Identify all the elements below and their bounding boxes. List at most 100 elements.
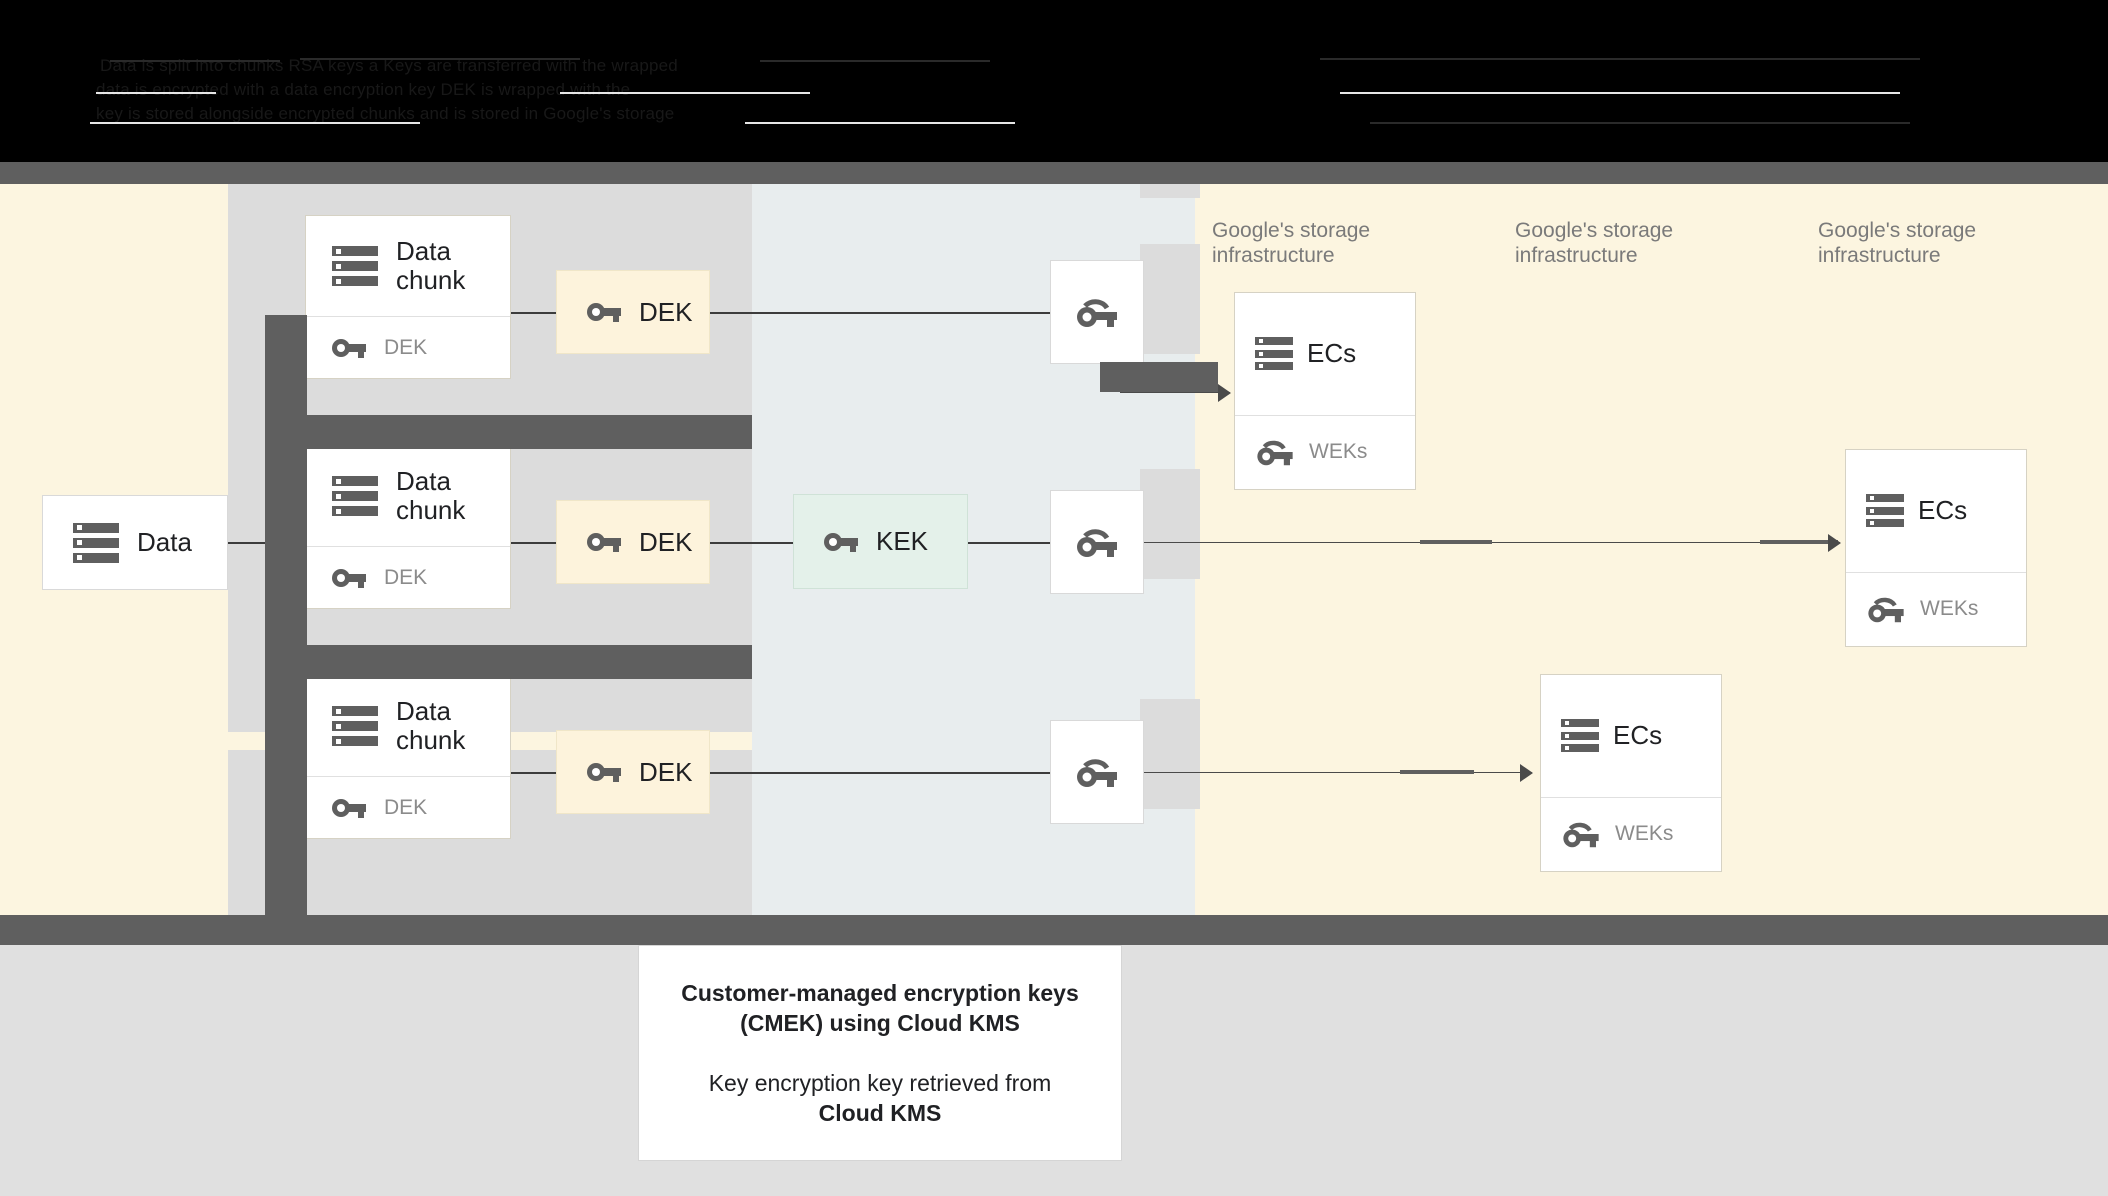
kek-tile: KEK xyxy=(793,494,968,589)
ecs-card-header: ECs xyxy=(1846,450,2026,572)
header-redaction-mark xyxy=(560,92,810,94)
panel-edge-band xyxy=(1140,699,1200,809)
connector-kek-wek xyxy=(968,542,1050,544)
ecs-card-header: ECs xyxy=(1235,293,1415,415)
chunk-title: Data chunk xyxy=(396,696,466,756)
ecs-title: ECs xyxy=(1613,720,1663,751)
storage-stack-icon xyxy=(332,476,378,517)
wrapped-key-icon xyxy=(1077,299,1117,327)
key-icon xyxy=(332,798,366,818)
kek-label: KEK xyxy=(876,526,929,556)
chunk-card-key-row: DEK xyxy=(306,776,510,838)
connector-dek-wek-3 xyxy=(710,772,1050,774)
chunk-key-label: DEK xyxy=(384,795,428,819)
chunk-card-key-row: DEK xyxy=(306,316,510,378)
connector-segment-mark xyxy=(1760,540,1838,544)
key-icon xyxy=(587,763,621,782)
storage-stack-icon xyxy=(1255,337,1293,371)
header-obscured-line-3: key is stored alongside encrypted chunks… xyxy=(96,104,675,123)
header-obscured-line-2: data is encrypted with a data encryption… xyxy=(96,80,631,99)
connector-segment-mark xyxy=(1400,770,1474,774)
header-redaction-mark xyxy=(1370,122,1910,124)
key-icon xyxy=(332,568,366,588)
header-redaction-mark xyxy=(1340,92,1900,94)
data-source-card: Data xyxy=(42,495,228,590)
dek-tile: DEK xyxy=(556,730,710,814)
chunk-key-label: DEK xyxy=(384,565,428,589)
diagram-stage: Data Data chunk DEK Data chunk xyxy=(0,184,2108,957)
ecs-card-key-row: WEKs xyxy=(1541,796,1721,871)
caption-title-line-1: Customer-managed encryption keys xyxy=(681,980,1079,1006)
chunk-card-header: Data chunk xyxy=(306,446,510,546)
header-redaction-mark xyxy=(745,122,1015,124)
ecs-card-key-row: WEKs xyxy=(1846,571,2026,646)
panel-edge-band xyxy=(1140,244,1200,354)
data-source-label: Data xyxy=(137,527,192,557)
infra-label-2: Google's storage infrastructure xyxy=(1515,219,1674,267)
chunk-card-key-row: DEK xyxy=(306,546,510,608)
storage-stack-icon xyxy=(73,522,119,563)
wrapped-key-tile xyxy=(1050,490,1144,594)
ecs-key-label: WEKs xyxy=(1309,440,1368,464)
header-redaction-mark xyxy=(1320,58,1920,60)
obscured-header-band: Data is split into chunks RSA keys a Key… xyxy=(0,0,2108,162)
dek-tile: DEK xyxy=(556,500,710,584)
wrapped-key-icon xyxy=(1077,529,1117,557)
chunk-title: Data chunk xyxy=(396,236,466,296)
top-separator-bar xyxy=(0,162,2108,184)
storage-stack-icon xyxy=(1866,494,1904,528)
wrapped-key-icon xyxy=(1563,823,1599,848)
arrowhead-ecs-1 xyxy=(1218,384,1231,402)
ecs-card-header: ECs xyxy=(1541,675,1721,797)
caption-title-line-2: (CMEK) using Cloud KMS xyxy=(740,1010,1020,1036)
ecs-key-label: WEKs xyxy=(1920,597,1979,621)
data-chunk-card: Data chunk DEK xyxy=(305,215,511,379)
ecs-card-key-row: WEKs xyxy=(1235,414,1415,489)
key-icon xyxy=(587,533,621,552)
wrapped-key-icon xyxy=(1257,441,1293,466)
wrapped-key-icon xyxy=(1077,759,1117,787)
caption-body-line-1: Key encryption key retrieved from xyxy=(708,1070,1052,1096)
chunk-card-header: Data chunk xyxy=(306,216,510,316)
chunk-card-header: Data chunk xyxy=(306,676,510,776)
storage-stack-icon xyxy=(332,246,378,287)
connector-segment-mark xyxy=(1420,540,1492,544)
wrapped-key-tile xyxy=(1050,260,1144,364)
arrowhead-ecs-2 xyxy=(1828,534,1841,552)
dek-label: DEK xyxy=(639,296,693,327)
storage-stack-icon xyxy=(332,706,378,747)
ecs-card: ECs WEKs xyxy=(1845,449,2027,647)
ecs-key-label: WEKs xyxy=(1615,822,1674,846)
data-chunk-card: Data chunk DEK xyxy=(305,445,511,609)
key-icon xyxy=(332,338,366,358)
caption-body-line-2: Cloud KMS xyxy=(818,1100,942,1126)
occluder-block-row-2 xyxy=(265,645,752,679)
header-redaction-mark xyxy=(110,60,280,62)
bottom-separator-bar xyxy=(0,915,2108,945)
connector-dek-wek-1 xyxy=(710,312,1050,314)
connector-wek-ecs-1 xyxy=(1120,392,1230,393)
connector-wek-ecs-3 xyxy=(1120,772,1532,773)
caption-box: Customer-managed encryption keys (CMEK) … xyxy=(638,945,1122,1161)
storage-stack-icon xyxy=(1561,719,1599,753)
header-redaction-mark xyxy=(90,122,420,124)
occluder-block-arrow-1 xyxy=(1100,362,1218,392)
data-chunk-card: Data chunk DEK xyxy=(305,675,511,839)
dek-tile: DEK xyxy=(556,270,710,354)
header-redaction-mark xyxy=(96,92,216,94)
infra-label-3: Google's storage infrastructure xyxy=(1818,219,1977,267)
header-redaction-mark xyxy=(760,60,990,62)
dek-label: DEK xyxy=(639,756,693,787)
wrapped-key-icon xyxy=(1868,598,1904,623)
chunk-key-label: DEK xyxy=(384,335,428,359)
key-icon xyxy=(824,532,858,552)
ecs-title: ECs xyxy=(1307,338,1357,369)
header-redaction-mark xyxy=(300,58,580,60)
panel-edge-band xyxy=(1140,469,1200,579)
infra-label-1: Google's storage infrastructure xyxy=(1212,219,1371,267)
occluder-block-vertical xyxy=(265,315,307,957)
occluder-block-row-1 xyxy=(265,415,752,449)
ecs-title: ECs xyxy=(1918,495,1968,526)
arrowhead-ecs-3 xyxy=(1520,764,1533,782)
